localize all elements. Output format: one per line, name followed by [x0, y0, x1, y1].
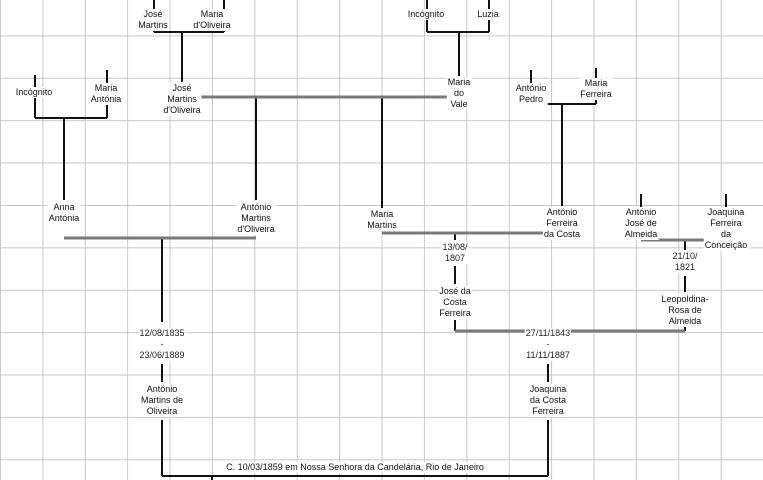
- person-joaquina-ferreira-da-conceicao: Joaquina Ferreira da Conceição: [703, 207, 749, 251]
- person-antonio-ferreira-da-costa: António Ferreira da Costa: [542, 207, 582, 240]
- lifespan-antonio: 12/08/1835 - 23/06/1889: [138, 328, 186, 361]
- person-maria-martins: Maria Martins: [366, 209, 398, 231]
- marriage-note: C. 10/03/1859 em Nossa Senhora da Candel…: [224, 462, 486, 473]
- person-incognito-top: Incógnito: [406, 9, 446, 20]
- person-joaquina-da-costa-ferreira: Joaquina da Costa Ferreira: [528, 384, 568, 417]
- birth-date-1807: 13/08/ 1807: [441, 242, 469, 264]
- person-incognito-left: Incógnito: [14, 87, 54, 98]
- person-maria-antonia: Maria Antónia: [89, 83, 123, 105]
- person-maria-doliveira: Maria d'Oliveira: [192, 9, 232, 31]
- person-antonio-pedro: António Pedro: [514, 83, 548, 105]
- person-maria-do-vale: Maria do Vale: [446, 77, 472, 110]
- person-leopoldina-rosa-de-almeida: Leopoldina- Rosa de Almeida: [660, 294, 710, 327]
- person-maria-ferreira: Maria Ferreira: [579, 78, 613, 100]
- person-antonio-jose-de-almeida: António José de Almeida: [623, 207, 659, 240]
- birth-date-1821: 21/10/ 1821: [671, 251, 699, 273]
- person-jose-martins-doliveira: José Martins d'Oliveira: [162, 83, 202, 116]
- person-jose-da-costa-ferreira: José da Costa Ferreira: [438, 286, 472, 319]
- person-luzia: Luzia: [476, 9, 500, 20]
- person-anna-antonia: Anna Antónia: [47, 202, 81, 224]
- descent-lines: [34, 0, 727, 480]
- lifespan-joaquina: 27/11/1843 - 11/11/1887: [524, 328, 572, 361]
- person-antonio-martins-de-oliveira: António Martins de Oliveira: [139, 384, 185, 417]
- person-antonio-martins-doliveira: António Martins d'Oliveira: [236, 202, 276, 235]
- person-jose-martins: José Martins: [137, 9, 169, 31]
